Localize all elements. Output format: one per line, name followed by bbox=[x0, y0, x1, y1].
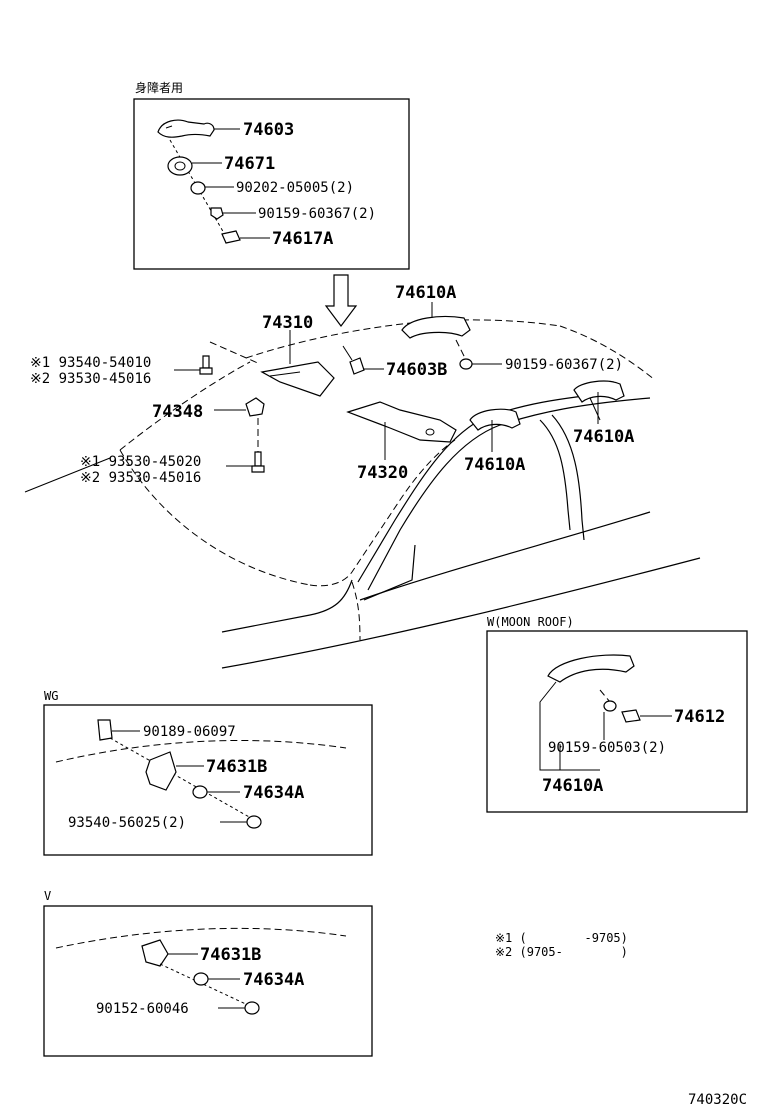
moonroof-box bbox=[486, 630, 748, 813]
screw-moonroof bbox=[603, 700, 617, 712]
arrow-down-icon bbox=[324, 274, 358, 327]
wg-box bbox=[43, 704, 373, 856]
screw-93540 bbox=[199, 355, 213, 375]
handicap-section-title: 身障者用 bbox=[135, 80, 183, 95]
label-74603: 74603 bbox=[243, 120, 294, 140]
label-74610A-moonroof: 74610A bbox=[542, 776, 603, 796]
label-74634A-v: 74634A bbox=[243, 970, 304, 990]
note-label-93530-a: ※2 93530-45016 bbox=[30, 371, 151, 387]
label-74631B-v: 74631B bbox=[200, 945, 261, 965]
screw-93540-wg bbox=[246, 815, 262, 829]
note-2: ※2 (9705- ) bbox=[495, 945, 628, 959]
label-90159-c: 90159-60503(2) bbox=[548, 740, 666, 756]
cap-74612 bbox=[621, 709, 641, 723]
cover-part bbox=[167, 156, 193, 176]
label-74634A-wg: 74634A bbox=[243, 783, 304, 803]
label-90202: 90202-05005(2) bbox=[236, 180, 354, 196]
screw-90152 bbox=[244, 1001, 260, 1015]
grip-74610A-right bbox=[573, 380, 625, 403]
handicap-box bbox=[133, 98, 410, 270]
label-74631B-wg: 74631B bbox=[206, 757, 267, 777]
label-90159-b: 90159-60367(2) bbox=[505, 357, 623, 373]
grip-74610A-mid bbox=[469, 408, 521, 431]
label-90159-a: 90159-60367(2) bbox=[258, 206, 376, 222]
nut-74634A-v bbox=[193, 972, 209, 986]
note-label-93540: ※1 93540-54010 bbox=[30, 355, 151, 371]
headliner-panel bbox=[260, 361, 457, 443]
nut-74634A-wg bbox=[192, 785, 208, 799]
label-74610A-right: 74610A bbox=[573, 427, 634, 447]
label-74610A-mid: 74610A bbox=[464, 455, 525, 475]
label-74320: 74320 bbox=[357, 463, 408, 483]
note-label-93530-c: ※2 93530-45016 bbox=[80, 470, 201, 486]
v-box bbox=[43, 905, 373, 1057]
v-section-title: V bbox=[44, 889, 51, 903]
bracket-74631B-wg bbox=[145, 751, 177, 791]
label-74612: 74612 bbox=[674, 707, 725, 727]
note-label-93530-b: ※1 93530-45020 bbox=[80, 454, 201, 470]
label-74310: 74310 bbox=[262, 313, 313, 333]
cap-74603B bbox=[342, 345, 365, 375]
grip-74610A-top bbox=[401, 315, 471, 339]
label-74617A: 74617A bbox=[272, 229, 333, 249]
screw-90159-roof bbox=[455, 339, 473, 370]
screw-part bbox=[210, 207, 224, 220]
clip-74348 bbox=[245, 397, 265, 417]
note-1: ※1 ( -9705) bbox=[495, 931, 628, 945]
figure-code: 740320C bbox=[688, 1092, 747, 1108]
cap-part bbox=[221, 230, 241, 244]
wg-section-title: WG bbox=[44, 689, 58, 703]
label-74610A-top: 74610A bbox=[395, 283, 456, 303]
assist-grip-part bbox=[157, 119, 215, 138]
moonroof-section-title: W(MOON ROOF) bbox=[487, 615, 574, 629]
label-93540: 93540-56025(2) bbox=[68, 815, 186, 831]
label-74671: 74671 bbox=[224, 154, 275, 174]
nut-part bbox=[190, 181, 206, 195]
bracket-74631B-v bbox=[141, 939, 169, 967]
label-74603B: 74603B bbox=[386, 360, 447, 380]
screw-93530 bbox=[251, 451, 265, 473]
roof-outline bbox=[24, 319, 701, 669]
grip-moonroof bbox=[547, 654, 635, 683]
clip-90189 bbox=[97, 719, 113, 741]
label-90152: 90152-60046 bbox=[96, 1001, 189, 1017]
label-74348: 74348 bbox=[152, 402, 203, 422]
label-90189: 90189-06097 bbox=[143, 724, 236, 740]
